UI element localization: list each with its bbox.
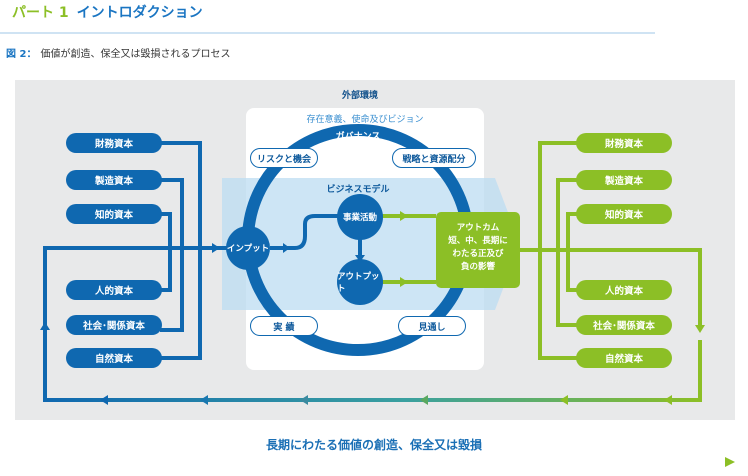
connector-intellectual (160, 212, 172, 292)
performance-pill: 実 績 (250, 316, 318, 336)
outcomes-box: アウトカム 短、中、長期に わたる正及び 負の影響 (436, 212, 520, 288)
right-loop (540, 248, 702, 325)
figure-title: 価値が創造、保全又は毀損されるプロセス (40, 49, 231, 60)
figure-number: 図 2： (6, 49, 37, 60)
outcome-line: わたる正及び (452, 249, 504, 259)
input-node: インプット (226, 226, 270, 270)
business-activities-node: 事業活動 (337, 194, 383, 240)
part-label: パート 1 (12, 5, 69, 21)
input-capital-intellectual: 知的資本 (66, 204, 162, 224)
connector-financial (160, 141, 202, 248)
input-capital-financial: 財務資本 (66, 133, 162, 153)
output-capital-natural: 自然資本 (576, 348, 672, 368)
risks-opportunities-pill: リスクと機会 (250, 148, 318, 168)
outcome-line: 短、中、長期に (448, 236, 508, 246)
input-capital-social: 社会･関係資本 (66, 315, 162, 335)
figure-caption: 図 2：価値が創造、保全又は毀損されるプロセス (6, 45, 230, 60)
output-capital-intellectual: 知的資本 (576, 204, 672, 224)
outputs-node: アウトプット (337, 259, 383, 305)
governance-label: ガバナンス (335, 132, 381, 142)
external-label: 外部環境 (341, 91, 378, 101)
feedback-loop (43, 330, 702, 402)
page-header: パート 1 イントロダクション (12, 2, 203, 22)
input-capital-human: 人的資本 (66, 280, 162, 300)
section-title: イントロダクション (76, 5, 203, 21)
output-capital-human: 人的資本 (576, 280, 672, 300)
input-capital-manufactured: 製造資本 (66, 170, 162, 190)
business-model-label: ビジネスモデル (326, 185, 390, 195)
connector-natural (160, 248, 202, 360)
outcome-title: アウトカム (456, 223, 500, 233)
outcome-line: 負の影響 (460, 262, 495, 272)
outlook-pill: 見通し (398, 316, 466, 336)
input-capital-natural: 自然資本 (66, 348, 162, 368)
output-capital-social: 社会･関係資本 (576, 315, 672, 335)
strategy-pill: 戦略と資源配分 (392, 148, 476, 168)
input-to-activities (270, 214, 338, 250)
output-capital-manufactured: 製造資本 (576, 170, 672, 190)
connector-input (43, 246, 228, 325)
output-capital-financial: 財務資本 (576, 133, 672, 153)
timeline-label: 長期にわたる価値の創造、保全又は毀損 (265, 438, 482, 452)
divider (0, 32, 655, 34)
connector-manufactured (160, 178, 184, 332)
purpose-label: 存在意義、使命及びビジョン (306, 115, 424, 125)
